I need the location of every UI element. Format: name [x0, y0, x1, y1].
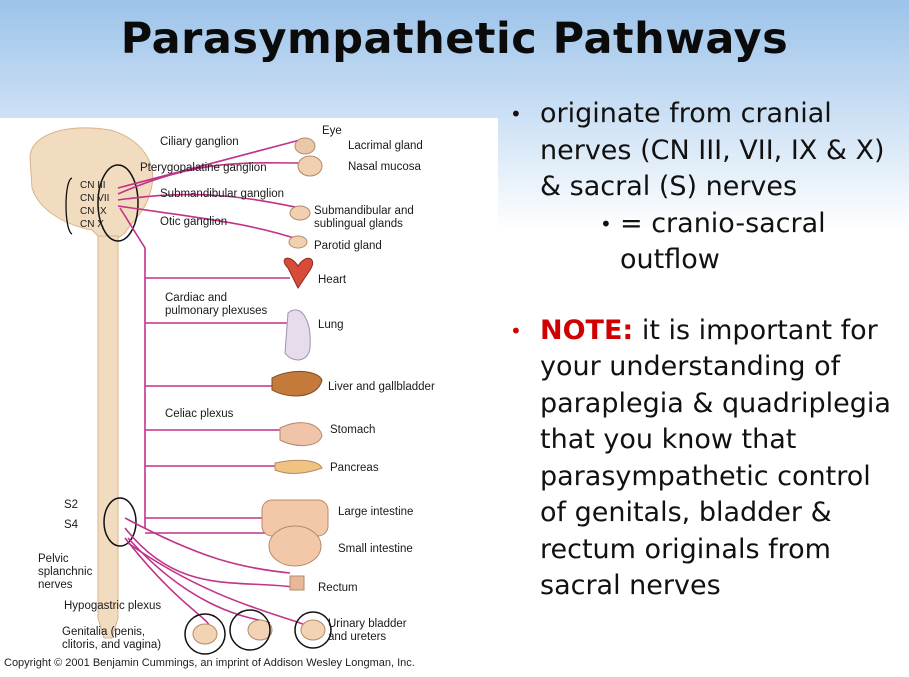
heart-icon [283, 257, 314, 289]
plexus-label: Celiac plexus [165, 408, 234, 420]
organ-label: Parotid gland [314, 240, 382, 252]
bullet-dot-icon: • [510, 102, 522, 126]
eye-icon [294, 137, 316, 155]
cn-circle-annotation [97, 164, 139, 242]
ganglion-label: Submandibular ganglion [160, 188, 284, 200]
bullet-text: originate from cranial nerves (CN III, V… [540, 98, 885, 202]
cn-label: CN III [80, 180, 106, 191]
organ-label: Large intestine [338, 506, 413, 518]
sacral-label: S4 [64, 519, 79, 531]
pancreas-icon [274, 459, 323, 474]
diagram-canvas: CN III CN VII CN IX CN X Ciliary ganglio… [29, 125, 435, 655]
ganglion-label: Pterygopalatine ganglion [140, 162, 267, 174]
note-keyword: NOTE: [540, 314, 634, 346]
ganglion-label: Otic ganglion [160, 216, 227, 228]
organ-label: clitoris, and vagina) [62, 639, 161, 651]
parotid-icon [288, 235, 308, 249]
submandibular-icon [289, 205, 311, 221]
organ-label: Small intestine [338, 543, 413, 555]
plexus-label: Hypogastric plexus [64, 600, 161, 612]
cn-label: CN X [80, 219, 104, 230]
slide-title: Parasympathetic Pathways [120, 14, 789, 64]
organ-label: Urinary bladder [328, 618, 407, 630]
bladder-icon [247, 619, 273, 641]
pelvic-label: splanchnic [38, 566, 93, 578]
plexus-label: pulmonary plexuses [165, 305, 268, 317]
spinal-cord [97, 235, 119, 639]
parasympathetic-diagram: CN III CN VII CN IX CN X Ciliary ganglio… [0, 118, 498, 677]
pelvic-label: Pelvic [38, 553, 69, 565]
sub-bullet-item: • = cranio-sacral outflow [510, 206, 905, 279]
plexus-label: Cardiac and [165, 292, 227, 304]
bullet-item: • originate from cranial nerves (CN III,… [510, 96, 905, 206]
organ-label: Genitalia (penis, [62, 626, 145, 638]
genital-icon [192, 623, 218, 645]
genital-circle-annotation [184, 613, 226, 655]
rectum-icon [289, 575, 305, 591]
nasal-icon [297, 155, 323, 177]
note-bullet-item: • NOTE: it is important for your underst… [510, 313, 905, 605]
pelvic-label: nerves [38, 579, 73, 591]
note-text: it is important for your understanding o… [540, 314, 891, 602]
ureter-icon [300, 619, 326, 641]
bullet-dot-icon: • [510, 318, 522, 343]
sacral-circle-annotation [103, 497, 137, 547]
copyright-text: Copyright © 2001 Benjamin Cummings, an i… [4, 657, 415, 669]
organ-label: Lung [318, 319, 344, 331]
lung-icon [284, 309, 311, 361]
cn-bracket-annotation [65, 177, 73, 235]
bullet-dot-icon: • [600, 211, 612, 236]
ureter-circle-annotation [294, 611, 332, 649]
bladder-circle-annotation [229, 609, 271, 651]
bullet-list: • originate from cranial nerves (CN III,… [510, 96, 905, 605]
organ-label: Nasal mucosa [348, 161, 421, 173]
sacral-label: S2 [64, 499, 78, 511]
organ-label: Lacrimal gland [348, 140, 423, 152]
stomach-icon [279, 422, 323, 446]
organ-label: Stomach [330, 424, 375, 436]
organ-label: Submandibular and [314, 205, 414, 217]
ganglion-label: Ciliary ganglion [160, 136, 239, 148]
sub-bullet-text: = cranio-sacral outflow [620, 207, 826, 276]
organ-label: Rectum [318, 582, 358, 594]
cn-label: CN IX [80, 206, 107, 217]
organ-label: and ureters [328, 631, 386, 643]
organ-label: Eye [322, 125, 342, 137]
organ-label: Heart [318, 274, 347, 286]
organ-label: Liver and gallbladder [328, 381, 435, 393]
liver-icon [271, 371, 323, 397]
small-intestine-icon [268, 525, 322, 567]
organ-label: sublingual glands [314, 218, 403, 230]
cn-label: CN VII [80, 193, 109, 204]
organ-label: Pancreas [330, 462, 379, 474]
